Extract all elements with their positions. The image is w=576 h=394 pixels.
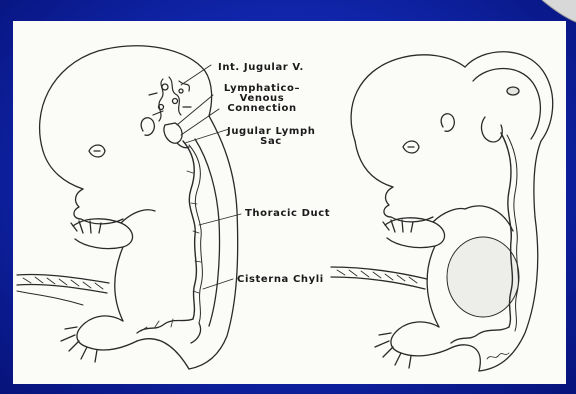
left-fetus-drawing (17, 46, 241, 369)
right-fetus-drawing (331, 52, 553, 371)
label-int-jugular-v: Int. Jugular V. (218, 63, 304, 73)
label-lymphatico-venous-line3: Connection (222, 104, 302, 114)
label-thoracic-duct: Thoracic Duct (245, 209, 330, 219)
diagram-panel: Int. Jugular V. Lymphatico– Venous Conne… (13, 21, 566, 384)
fetal-lymphatics-illustration (13, 21, 566, 384)
label-jugular-lymph-sac: Jugular Lymph Sac (227, 127, 315, 147)
label-jugular-lymph-sac-line2: Sac (227, 137, 315, 147)
label-cisterna-chyli: Cisterna Chyli (237, 275, 324, 285)
page-curl-decoration (536, 0, 576, 30)
label-lymphatico-venous-connection: Lymphatico– Venous Connection (222, 84, 302, 114)
